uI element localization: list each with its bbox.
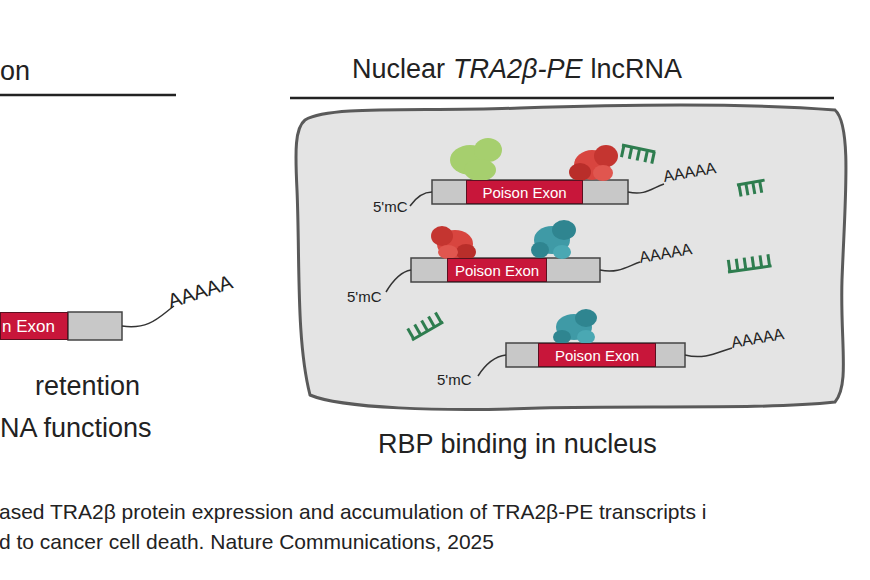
exon-box: n Exon xyxy=(0,312,68,340)
cap-line xyxy=(386,270,411,292)
heading-rule xyxy=(290,97,834,100)
note-text: retention xyxy=(35,371,140,402)
exon-flank xyxy=(411,258,600,282)
section-heading: TRA2β-PE xyxy=(453,54,582,85)
polya-tail xyxy=(122,306,174,327)
rna-comb xyxy=(620,145,656,164)
exon-flank xyxy=(506,343,685,367)
cap-line xyxy=(410,192,432,206)
rbp-green xyxy=(450,138,502,181)
section-heading: lncRNA xyxy=(591,54,683,85)
figure-caption: ased TRA2β protein expression and accumu… xyxy=(0,500,706,524)
cap-label: 5'mC xyxy=(347,288,382,305)
exon-flank xyxy=(68,312,122,340)
rbp-red xyxy=(569,145,618,181)
exon-box: Poison Exon xyxy=(466,180,583,204)
cap-label: 5'mC xyxy=(373,198,408,215)
exon-label: Poison Exon xyxy=(555,348,639,363)
polya-tail xyxy=(628,184,664,193)
cap-label: 5'mC xyxy=(437,371,472,388)
nucleus-outline xyxy=(296,105,846,409)
rna-comb xyxy=(726,254,771,272)
polya-label: AAAAA xyxy=(165,271,236,313)
exon-label: Poison Exon xyxy=(482,185,566,200)
rbp-red xyxy=(431,226,476,260)
rna-comb xyxy=(737,180,767,197)
section-heading: on xyxy=(0,56,30,87)
polya-tail xyxy=(685,348,732,357)
exon-label: Poison Exon xyxy=(455,263,539,278)
rbp-teal xyxy=(531,220,576,259)
polya-tail xyxy=(600,262,640,271)
panel-caption: RBP binding in nucleus xyxy=(378,429,657,460)
heading-rule xyxy=(0,94,176,97)
cap-line xyxy=(478,355,506,376)
exon-box: Poison Exon xyxy=(538,343,656,367)
exon-label: n Exon xyxy=(2,318,55,335)
rbp-teal xyxy=(553,309,597,344)
exon-flank xyxy=(432,180,628,204)
section-heading: Nuclear xyxy=(352,54,445,85)
note-text: NA functions xyxy=(0,413,152,444)
figure-caption: d to cancer cell death. Nature Communica… xyxy=(0,530,494,554)
exon-box: Poison Exon xyxy=(447,258,547,282)
rna-comb xyxy=(406,312,443,340)
